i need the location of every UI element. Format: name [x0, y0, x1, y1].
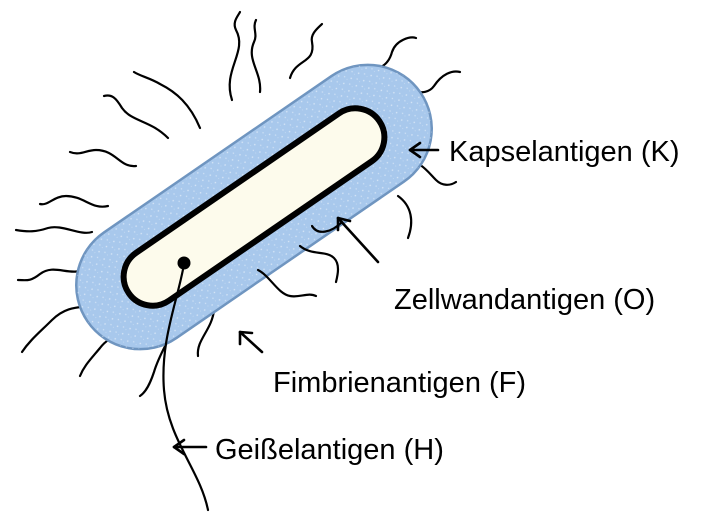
fimbria [398, 196, 411, 238]
fimbria [300, 246, 338, 282]
cell-wall-antigen-label: Zellwandantigen (O) [394, 284, 655, 316]
fimbria [104, 96, 168, 139]
fimbria [70, 150, 136, 166]
fimbria [252, 20, 260, 92]
capsule-antigen-label: Kapselantigen (K) [449, 136, 680, 168]
flagellum-antigen-label: Geißelantigen (H) [215, 434, 444, 466]
fimbria [40, 196, 108, 207]
fimbria [290, 24, 322, 78]
fimbria [134, 72, 200, 128]
flagellum-basal-body [178, 257, 191, 270]
cell-wall-arrow [338, 218, 378, 262]
flagellum-arrow [174, 440, 206, 454]
fimbriae-arrow [240, 332, 262, 352]
fimbria [230, 12, 240, 100]
fimbriae-antigen-label: Fimbrienantigen (F) [273, 367, 526, 399]
fimbria [16, 227, 92, 233]
